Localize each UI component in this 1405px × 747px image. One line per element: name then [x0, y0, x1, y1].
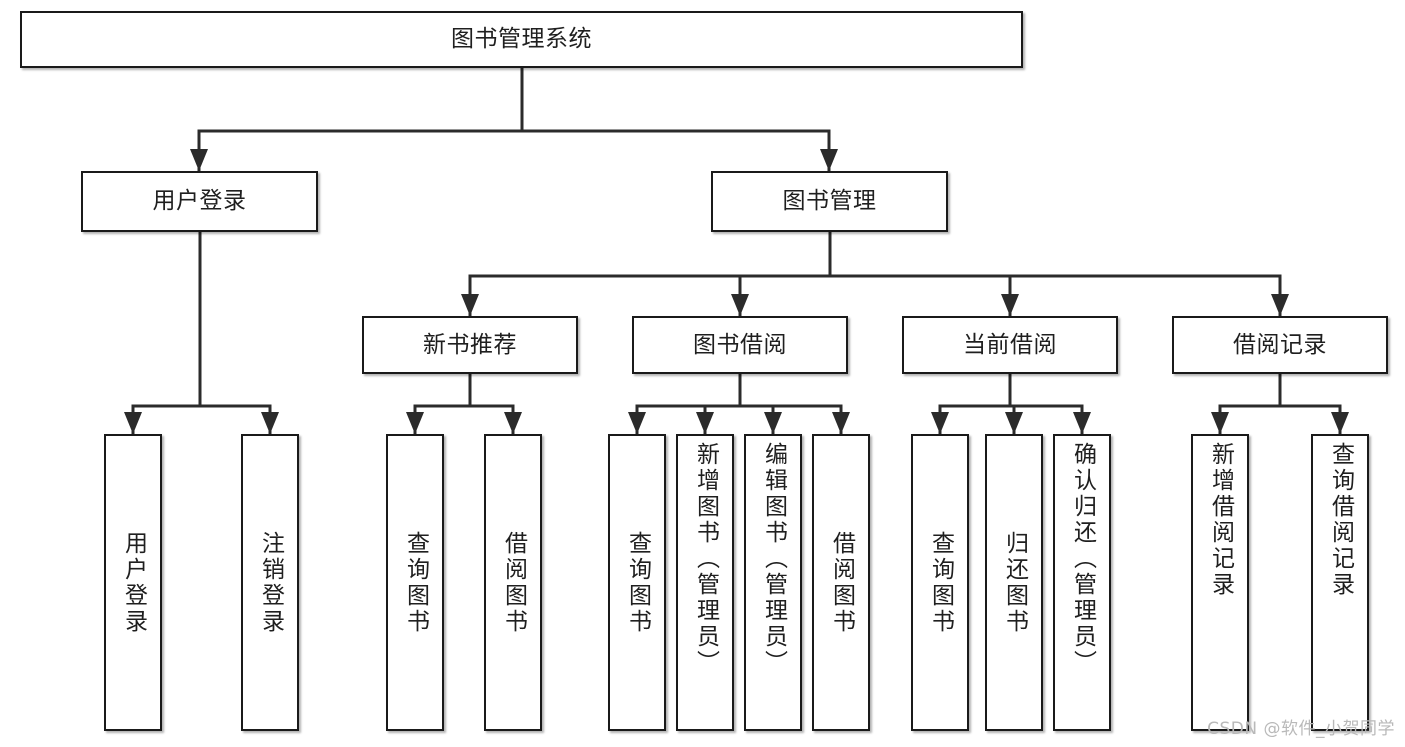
arrowhead-current-borrow-2 [1073, 412, 1091, 434]
node-book-manage[interactable]: 图书管理 [711, 171, 948, 232]
node-label-leaf-edit-book: 编辑图书（管理员） [760, 442, 787, 676]
node-leaf-confirm-return[interactable]: 确认归还（管理员） [1053, 434, 1111, 731]
node-label-leaf-user-logout: 注销登录 [257, 530, 284, 635]
arrowhead-root-0 [190, 149, 208, 171]
arrowhead-user-login-0 [124, 412, 142, 434]
arrowhead-book-borrow-0 [628, 412, 646, 434]
arrowhead-book-manage-0 [461, 294, 479, 316]
arrowhead-new-book-recommend-1 [504, 412, 522, 434]
node-borrow-record[interactable]: 借阅记录 [1172, 316, 1388, 374]
arrowhead-current-borrow-1 [1005, 412, 1023, 434]
node-leaf-add-record[interactable]: 新增借阅记录 [1191, 434, 1249, 731]
connector-layer [131, 66, 1342, 436]
node-label-leaf-add-book: 新增图书（管理员） [692, 442, 719, 676]
arrowhead-book-borrow-1 [696, 412, 714, 434]
node-current-borrow[interactable]: 当前借阅 [902, 316, 1118, 374]
arrowhead-user-login-1 [261, 412, 279, 434]
node-label-leaf-query-book-2: 查询图书 [624, 530, 651, 635]
node-label-leaf-user-login: 用户登录 [120, 530, 147, 635]
arrowhead-layer [124, 149, 1349, 434]
node-label-borrow-record: 借阅记录 [1233, 331, 1327, 358]
arrowhead-book-manage-2 [1001, 294, 1019, 316]
node-leaf-user-login[interactable]: 用户登录 [104, 434, 162, 731]
node-leaf-query-book-2[interactable]: 查询图书 [608, 434, 666, 731]
arrowhead-current-borrow-0 [931, 412, 949, 434]
node-leaf-query-record[interactable]: 查询借阅记录 [1311, 434, 1369, 731]
node-user-login[interactable]: 用户登录 [81, 171, 318, 232]
node-leaf-borrow-book-2[interactable]: 借阅图书 [812, 434, 870, 731]
node-label-current-borrow: 当前借阅 [963, 331, 1057, 358]
arrowhead-new-book-recommend-0 [406, 412, 424, 434]
node-label-leaf-query-record: 查询借阅记录 [1327, 442, 1354, 598]
node-book-borrow[interactable]: 图书借阅 [632, 316, 848, 374]
node-root[interactable]: 图书管理系统 [20, 11, 1023, 68]
node-leaf-borrow-book-1[interactable]: 借阅图书 [484, 434, 542, 731]
arrowhead-borrow-record-1 [1331, 412, 1349, 434]
node-leaf-query-book-1[interactable]: 查询图书 [386, 434, 444, 731]
node-leaf-query-book-3[interactable]: 查询图书 [911, 434, 969, 731]
node-leaf-return-book[interactable]: 归还图书 [985, 434, 1043, 731]
arrowhead-book-manage-1 [731, 294, 749, 316]
node-label-leaf-confirm-return: 确认归还（管理员） [1069, 442, 1096, 676]
node-label-leaf-return-book: 归还图书 [1001, 530, 1028, 635]
node-label-user-login: 用户登录 [152, 188, 247, 215]
arrowhead-root-1 [820, 149, 838, 171]
node-leaf-edit-book[interactable]: 编辑图书（管理员） [744, 434, 802, 731]
node-label-leaf-query-book-1: 查询图书 [402, 530, 429, 635]
node-label-new-book-recommend: 新书推荐 [423, 331, 517, 358]
node-new-book-recommend[interactable]: 新书推荐 [362, 316, 578, 374]
node-label-root: 图书管理系统 [451, 26, 592, 53]
node-label-leaf-add-record: 新增借阅记录 [1207, 442, 1234, 598]
node-leaf-user-logout[interactable]: 注销登录 [241, 434, 299, 731]
node-leaf-add-book[interactable]: 新增图书（管理员） [676, 434, 734, 731]
node-label-book-borrow: 图书借阅 [693, 331, 787, 358]
arrowhead-book-borrow-2 [764, 412, 782, 434]
node-label-leaf-borrow-book-2: 借阅图书 [828, 530, 855, 635]
node-label-leaf-borrow-book-1: 借阅图书 [500, 530, 527, 635]
node-label-book-manage: 图书管理 [782, 188, 877, 215]
node-label-leaf-query-book-3: 查询图书 [927, 530, 954, 635]
arrowhead-book-manage-3 [1271, 294, 1289, 316]
arrowhead-borrow-record-0 [1211, 412, 1229, 434]
arrowhead-book-borrow-3 [832, 412, 850, 434]
